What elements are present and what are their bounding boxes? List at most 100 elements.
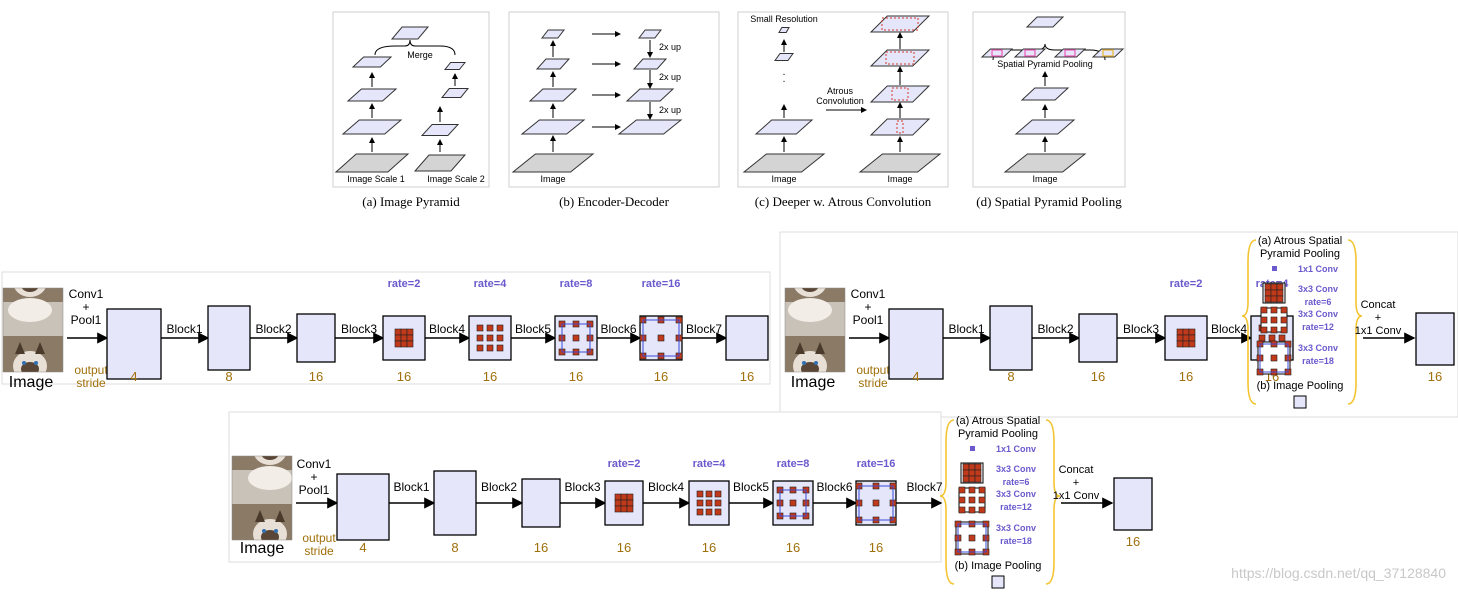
pooling-window — [991, 49, 1003, 57]
block-label: Block5 — [515, 322, 551, 336]
atrous-cell — [1270, 283, 1278, 291]
feature-block-box — [725, 315, 769, 361]
atrous-cell — [958, 486, 966, 494]
atrous-cell — [714, 499, 722, 507]
atrous-cell — [496, 324, 504, 332]
up-label-1: 2x up — [659, 42, 681, 52]
atrous-cell — [705, 508, 713, 516]
conv1-pool1-label: + — [82, 300, 89, 314]
atrous-map — [869, 118, 931, 136]
feature-map — [346, 88, 398, 102]
merge-label: Merge — [407, 50, 433, 60]
aspp-cells — [958, 486, 986, 514]
conv1-pool1-label: Conv1 — [297, 457, 332, 471]
atrous-cell — [958, 496, 966, 504]
aspp-branch-label: 3x3 Conv — [996, 464, 1036, 474]
image-label: Image — [9, 374, 54, 391]
atrous-cell — [714, 508, 722, 516]
atrous-cell — [614, 505, 622, 513]
atrous-cell — [978, 486, 986, 494]
image-slab — [1003, 153, 1087, 173]
aspp-title: (a) Atrous Spatial — [1258, 235, 1342, 247]
atrous-cell — [572, 334, 580, 342]
atrous-cell — [400, 340, 408, 348]
atrous-cell — [1176, 334, 1184, 342]
atrous-cell — [968, 463, 976, 471]
atrous-cells — [855, 482, 897, 524]
atrous-cell — [394, 328, 402, 336]
aspp-branch-label: 1x1 Conv — [996, 444, 1036, 454]
aspp-branch-label: rate=18 — [1000, 536, 1032, 546]
conv1-pool1-label: Pool1 — [853, 313, 884, 327]
atrous-cell — [1258, 334, 1266, 342]
image-slab-left — [742, 153, 826, 173]
stride-label: 4 — [912, 369, 919, 384]
atrous-grid — [858, 485, 894, 521]
stride-label: 16 — [569, 369, 583, 384]
feature-block-box — [888, 308, 944, 380]
stride-label: 8 — [1007, 369, 1014, 384]
atrous-cell — [1182, 334, 1190, 342]
cat-image — [2, 287, 64, 373]
aspp-brace-left — [939, 419, 955, 585]
block-label: Block7 — [906, 480, 942, 494]
rate-label: rate=8 — [777, 458, 810, 470]
decoder-map — [637, 29, 663, 39]
atrous-cells — [476, 324, 504, 352]
concat-label: + — [1073, 477, 1079, 489]
concat-label: Concat — [1059, 464, 1094, 476]
final-output-box — [1415, 312, 1455, 366]
stride-label: 16 — [786, 540, 800, 555]
block-label: Block2 — [255, 322, 291, 336]
image-label-right: Image — [887, 174, 912, 184]
image-pooling-box — [991, 575, 1005, 589]
atrous-label-2: Convolution — [816, 96, 864, 106]
concat-label: + — [1375, 312, 1381, 324]
aspp-1x1-mark — [1272, 266, 1277, 271]
atrous-cell — [1268, 334, 1276, 342]
image-label-left: Image — [771, 174, 796, 184]
rate-label: rate=16 — [857, 458, 896, 470]
atrous-label-1: Atrous — [827, 86, 854, 96]
output-stride-label: output — [302, 531, 336, 545]
atrous-cells — [776, 486, 810, 520]
atrous-cell — [696, 490, 704, 498]
atrous-cell — [620, 499, 628, 507]
aspp-brace-right — [1347, 239, 1363, 405]
pooling-window — [1024, 49, 1036, 57]
stride-label: 16 — [617, 540, 631, 555]
atrous-cell — [1264, 295, 1272, 303]
image-slab-right — [858, 153, 942, 173]
atrous-cell — [1278, 334, 1286, 342]
atrous-cell — [978, 506, 986, 514]
aspp-branch-label: 1x1 Conv — [1298, 264, 1338, 274]
feature-map — [754, 119, 814, 135]
aspp-title: (a) Atrous Spatial — [956, 415, 1040, 427]
stride-label: 16 — [397, 369, 411, 384]
atrous-cell — [974, 469, 982, 477]
atrous-cell — [1264, 283, 1272, 291]
atrous-kernel — [881, 17, 919, 31]
up-label-3: 2x up — [659, 105, 681, 115]
block-label: Block2 — [481, 480, 517, 494]
atrous-cell — [1280, 306, 1288, 314]
atrous-cell — [626, 499, 634, 507]
feature-block-box — [521, 478, 561, 528]
atrous-cell — [476, 344, 484, 352]
atrous-cell — [714, 490, 722, 498]
aspp-cells — [962, 463, 982, 483]
atrous-cell — [486, 344, 494, 352]
encoder-map — [528, 88, 578, 102]
encoder-map — [540, 29, 566, 39]
pooling-window — [1064, 49, 1076, 57]
atrous-cell — [968, 475, 976, 483]
atrous-cell — [968, 486, 976, 494]
conv1-pool1-label: Conv1 — [69, 287, 104, 301]
atrous-cell — [968, 469, 976, 477]
atrous-cell — [1276, 295, 1284, 303]
atrous-grid — [1259, 343, 1289, 373]
image-pooling-box — [1293, 395, 1307, 409]
aspp-branch-label: 3x3 Conv — [996, 489, 1036, 499]
atrous-cell — [1188, 328, 1196, 336]
cat-image — [784, 287, 846, 373]
